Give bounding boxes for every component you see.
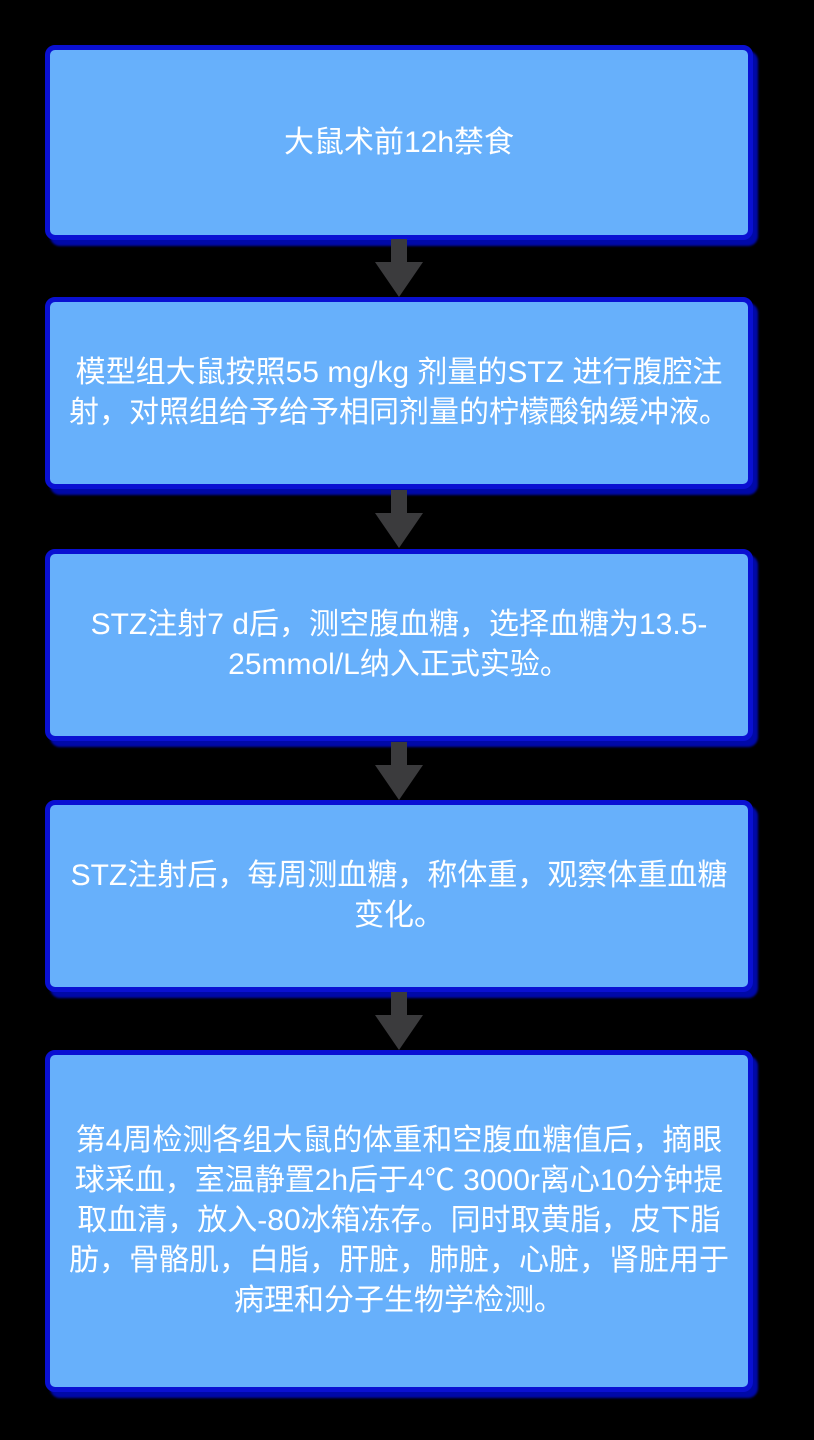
flow-step-glucose-selection-text: STZ注射7 d后，测空腹血糖，选择血糖为13.5-25mmol/L纳入正式实验… — [90, 608, 708, 681]
down-arrow-icon — [375, 992, 423, 1050]
down-arrow-icon — [375, 742, 423, 800]
flow-step-weekly-monitoring: STZ注射后，每周测血糖，称体重，观察体重血糖变化。 — [45, 800, 753, 992]
flow-step-fasting: 大鼠术前12h禁食 — [45, 45, 753, 240]
flow-step-week4-sampling: 第4周检测各组大鼠的体重和空腹血糖值后，摘眼球采血，室温静置2h后于4℃ 300… — [45, 1050, 753, 1392]
flow-step-stz-injection-text: 模型组大鼠按照55 mg/kg 剂量的STZ 进行腹腔注射，对照组给予给予相同剂… — [69, 356, 729, 429]
flow-step-glucose-selection: STZ注射7 d后，测空腹血糖，选择血糖为13.5-25mmol/L纳入正式实验… — [45, 549, 753, 741]
flow-step-week4-sampling-text: 第4周检测各组大鼠的体重和空腹血糖值后，摘眼球采血，室温静置2h后于4℃ 300… — [69, 1124, 729, 1317]
flow-step-weekly-monitoring-text: STZ注射后，每周测血糖，称体重，观察体重血糖变化。 — [70, 859, 728, 932]
down-arrow-icon — [375, 490, 423, 548]
flow-step-stz-injection: 模型组大鼠按照55 mg/kg 剂量的STZ 进行腹腔注射，对照组给予给予相同剂… — [45, 297, 753, 489]
down-arrow-icon — [375, 239, 423, 297]
flow-step-fasting-text: 大鼠术前12h禁食 — [283, 125, 515, 159]
